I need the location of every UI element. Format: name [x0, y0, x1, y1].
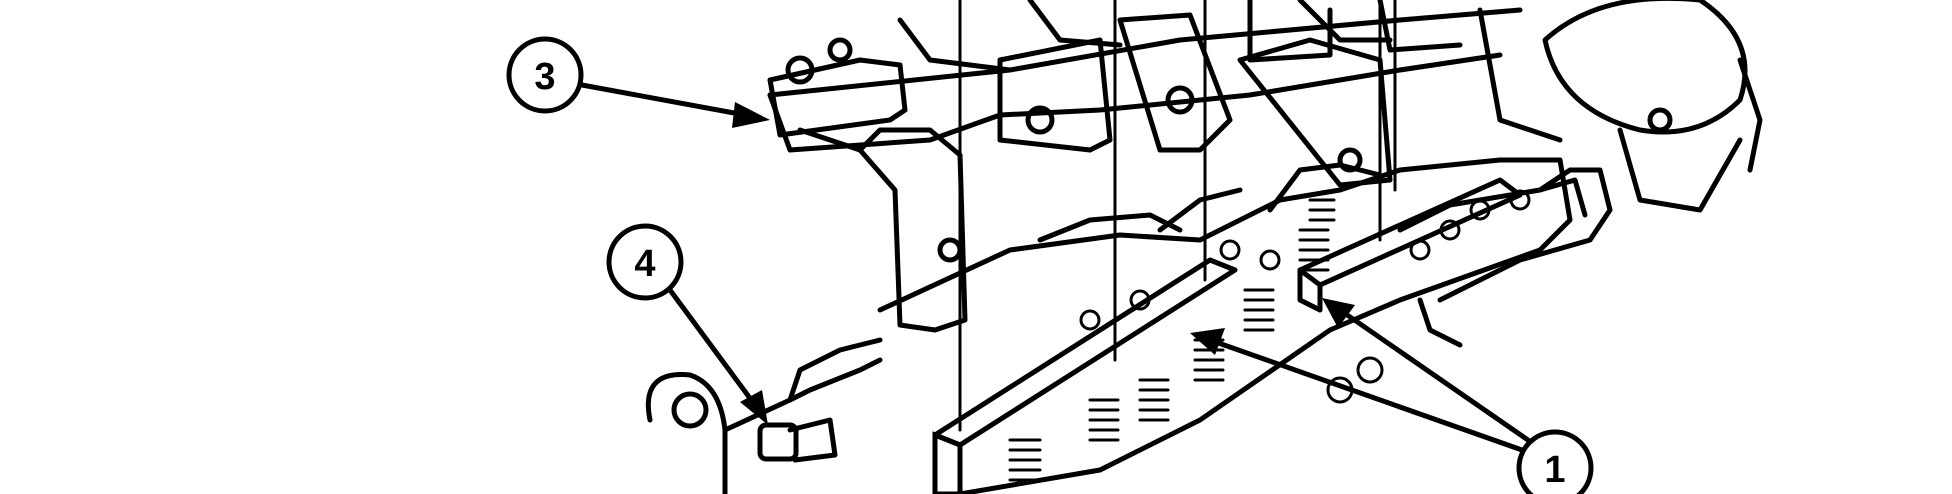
- callout-3-label: 3: [534, 56, 555, 98]
- callout-3-leader: [579, 82, 748, 118]
- callout-1-leader-b: [1337, 307, 1531, 443]
- callout-4: 4: [606, 223, 768, 425]
- callout-1-circle: [1516, 429, 1594, 494]
- callout-3-arrowhead: [732, 102, 770, 128]
- callout-3: 3: [506, 36, 770, 128]
- callout-1-arrowhead-b: [1322, 298, 1355, 328]
- callout-4-arrowhead: [740, 390, 768, 425]
- callout-1-arrowhead-a: [1190, 328, 1225, 355]
- callout-1-leader-a: [1207, 337, 1525, 453]
- callout-1: 1: [1190, 298, 1594, 494]
- callout-1-label: 1: [1544, 449, 1565, 491]
- callout-4-leader: [667, 287, 758, 408]
- callout-4-label: 4: [634, 243, 655, 285]
- callout-4-circle: [606, 223, 684, 301]
- callout-3-circle: [506, 36, 584, 114]
- engine-line-art: [645, 0, 1763, 494]
